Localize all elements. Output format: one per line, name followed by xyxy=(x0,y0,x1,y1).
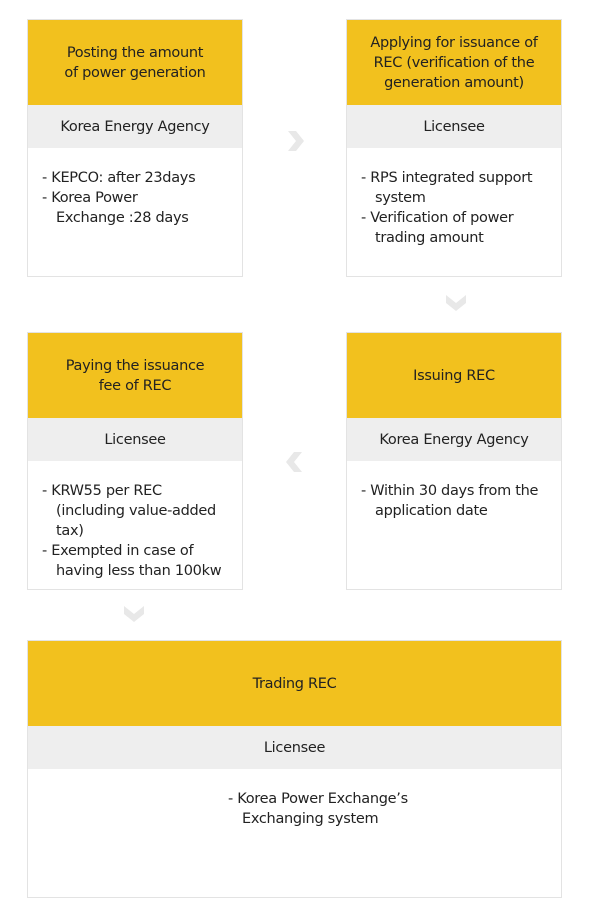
step-item: - Within 30 days from the application da… xyxy=(361,483,539,519)
step-agent: Licensee xyxy=(28,418,242,461)
step-3-issuing: Issuing REC Korea Energy Agency - Within… xyxy=(346,332,562,590)
step-agent: Licensee xyxy=(28,726,561,769)
step-agent: Licensee xyxy=(347,105,561,148)
step-title: Paying the issuance fee of REC xyxy=(28,333,242,418)
step-title: Posting the amount of power generation xyxy=(28,20,242,105)
step-2-applying: Applying for issuance of REC (verificati… xyxy=(346,19,562,277)
chevron-right-icon xyxy=(288,131,304,151)
step-4-paying: Paying the issuance fee of REC Licensee … xyxy=(27,332,243,590)
step-item: - Korea Power Exchange’s Exchanging syst… xyxy=(228,791,408,827)
step-agent: Korea Energy Agency xyxy=(347,418,561,461)
step-item: - Exempted in case of having less than 1… xyxy=(42,543,222,579)
step-item: - KEPCO: after 23days xyxy=(42,170,196,186)
chevron-down-icon xyxy=(124,606,144,622)
step-item: - Korea Power Exchange :28 days xyxy=(42,190,189,226)
step-item: - RPS integrated support system xyxy=(361,170,533,206)
step-title: Trading REC xyxy=(28,641,561,726)
step-title: Applying for issuance of REC (verificati… xyxy=(347,20,561,105)
step-1-posting: Posting the amount of power generation K… xyxy=(27,19,243,277)
step-item: - Verification of power trading amount xyxy=(361,210,514,246)
step-item: - KRW55 per REC (including value-added t… xyxy=(42,483,216,539)
step-title: Issuing REC xyxy=(347,333,561,418)
chevron-down-icon xyxy=(446,295,466,311)
step-agent: Korea Energy Agency xyxy=(28,105,242,148)
step-5-trading: Trading REC Licensee - Korea Power Excha… xyxy=(27,640,562,898)
chevron-left-icon xyxy=(286,452,302,472)
